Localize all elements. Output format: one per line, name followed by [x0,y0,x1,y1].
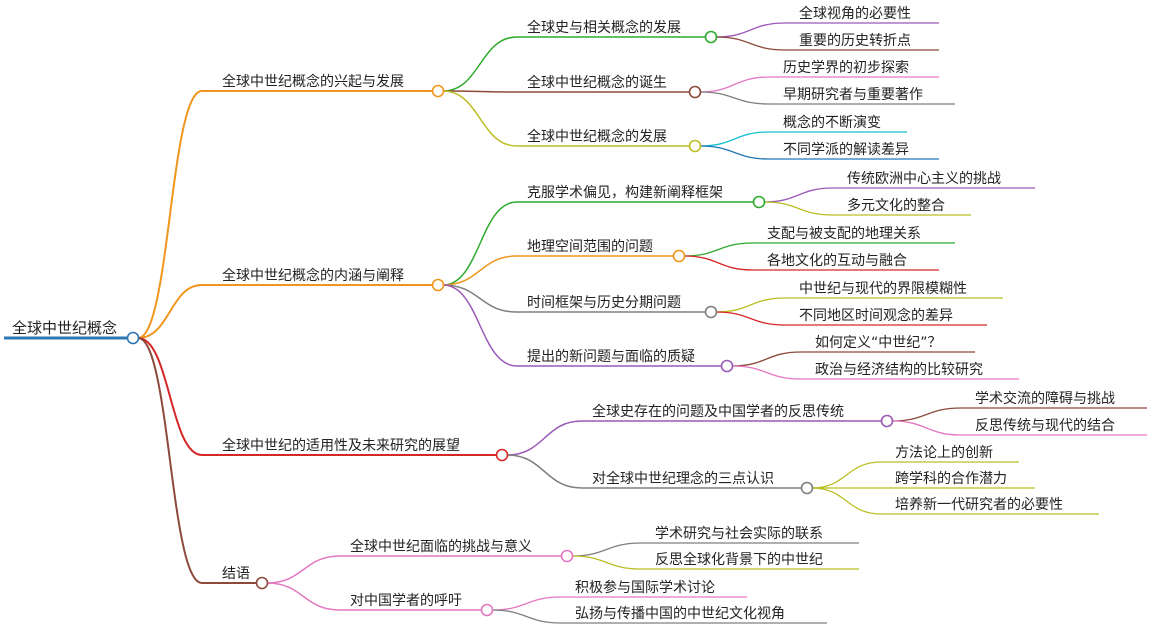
subtopic-link [266,555,341,584]
node-label: 全球中世纪概念的发展 [527,128,667,145]
subtopic-node-toggle[interactable] [880,414,894,428]
branch-node-toggle[interactable] [431,84,445,98]
subtopic-link [506,454,583,489]
node-label: 多元文化的整合 [847,197,945,214]
leaf-link [891,420,962,436]
subtopic-link [442,284,518,313]
leaf-link [891,407,962,422]
leaf-link [683,255,754,271]
node-label: 不同地区时间观念的差异 [799,307,953,324]
node-label: 地理空间范围的问题 [527,238,653,255]
branch-link [137,90,203,339]
leaf-link [699,91,770,105]
node-label: 早期研究者与重要著作 [783,87,923,103]
node-label: 对全球中世纪理念的三点认识 [592,470,774,487]
leaf-link [731,365,802,380]
branch-link [137,284,203,339]
leaf-link [491,609,562,624]
mindmap-links [4,22,1147,624]
leaf-link [715,22,786,38]
node-label: 支配与被支配的地理关系 [767,226,921,242]
node-label: 方法论上的创新 [895,445,993,461]
leaf-link [699,145,770,160]
leaf-link [571,555,642,570]
node-label: 全球史存在的问题及中国学者的反思传统 [592,403,844,420]
node-label: 跨学科的合作潜力 [895,471,1007,487]
leaf-link [683,242,754,257]
node-label: 培养新一代研究者的必要性 [895,497,1063,513]
subtopic-link [442,201,518,286]
leaf-link [699,76,770,93]
node-label: 反思全球化背景下的中世纪 [655,551,823,568]
node-label: 学术交流的障碍与挑战 [975,390,1115,407]
subtopic-link [442,255,518,286]
branch-link [137,337,203,456]
subtopic-node-toggle[interactable] [480,603,494,617]
subtopic-link [506,420,583,456]
leaf-link [715,36,786,51]
subtopic-node-toggle[interactable] [672,249,686,263]
node-label: 时间框架与历史分期问题 [527,295,681,311]
branch-link [137,337,203,584]
node-label: 对中国学者的呼吁 [350,593,462,609]
leaf-link [763,187,834,203]
node-label: 全球中世纪概念的兴起与发展 [222,73,404,90]
node-label: 结语 [222,566,250,582]
subtopic-link [442,90,518,93]
leaf-link [763,201,834,216]
leaf-link [699,131,770,147]
node-label: 传统欧洲中心主义的挑战 [847,171,1001,187]
subtopic-node-toggle[interactable] [800,481,814,495]
node-label: 克服学术偏见，构建新阐释框架 [527,185,723,201]
mindmap-nodes: 全球中世纪概念 全球中世纪概念的兴起与发展 全球史与相关概念的发展 全球视角的必要性重… [12,5,1115,622]
leaf-link [811,461,882,489]
node-label: 反思传统与现代的结合 [975,418,1115,434]
subtopic-node-toggle[interactable] [704,305,718,319]
subtopic-node-toggle[interactable] [560,549,574,563]
subtopic-link [442,36,518,92]
leaf-link [731,351,802,367]
node-label: 全球中世纪的适用性及未来研究的展望 [222,437,460,454]
node-label: 提出的新问题与面临的质疑 [527,349,695,365]
node-label: 全球史与相关概念的发展 [527,19,681,36]
node-label: 弘扬与传播中国的中世纪文化视角 [575,606,785,622]
node-label: 全球中世纪概念的诞生 [527,74,667,91]
node-label: 不同学派的解读差异 [783,141,909,158]
subtopic-node-toggle[interactable] [688,139,702,153]
subtopic-node-toggle[interactable] [688,85,702,99]
node-label: 概念的不断演变 [783,114,881,131]
leaf-link [715,297,786,313]
subtopic-node-toggle[interactable] [752,195,766,209]
root-node-toggle[interactable] [126,331,140,345]
leaf-link [491,596,562,611]
node-label: 政治与经济结构的比较研究 [815,362,983,378]
branch-node-toggle[interactable] [495,448,509,462]
subtopic-link [266,582,341,611]
branch-node-toggle[interactable] [431,278,445,292]
branch-node-toggle[interactable] [255,576,269,590]
subtopic-node-toggle[interactable] [720,359,734,373]
node-label: 积极参与国际学术讨论 [575,579,715,596]
node-label: 全球视角的必要性 [799,5,911,22]
subtopic-link [442,284,518,367]
node-label: 全球中世纪面临的挑战与意义 [350,538,532,555]
node-label: 如何定义“中世纪”？ [815,335,942,351]
leaf-link [715,311,786,326]
node-label: 历史学界的初步探索 [783,59,909,76]
node-label: 重要的历史转折点 [799,33,911,49]
leaf-link [811,487,882,515]
node-label: 中世纪与现代的界限模糊性 [799,281,967,297]
node-label: 全球中世纪概念的内涵与阐释 [222,267,404,284]
leaf-link [571,542,642,557]
node-label: 学术研究与社会实际的联系 [655,526,823,542]
subtopic-link [442,90,518,147]
node-label: 各地文化的互动与融合 [767,253,907,269]
node-label: 全球中世纪概念 [12,319,117,337]
subtopic-node-toggle[interactable] [704,30,718,44]
